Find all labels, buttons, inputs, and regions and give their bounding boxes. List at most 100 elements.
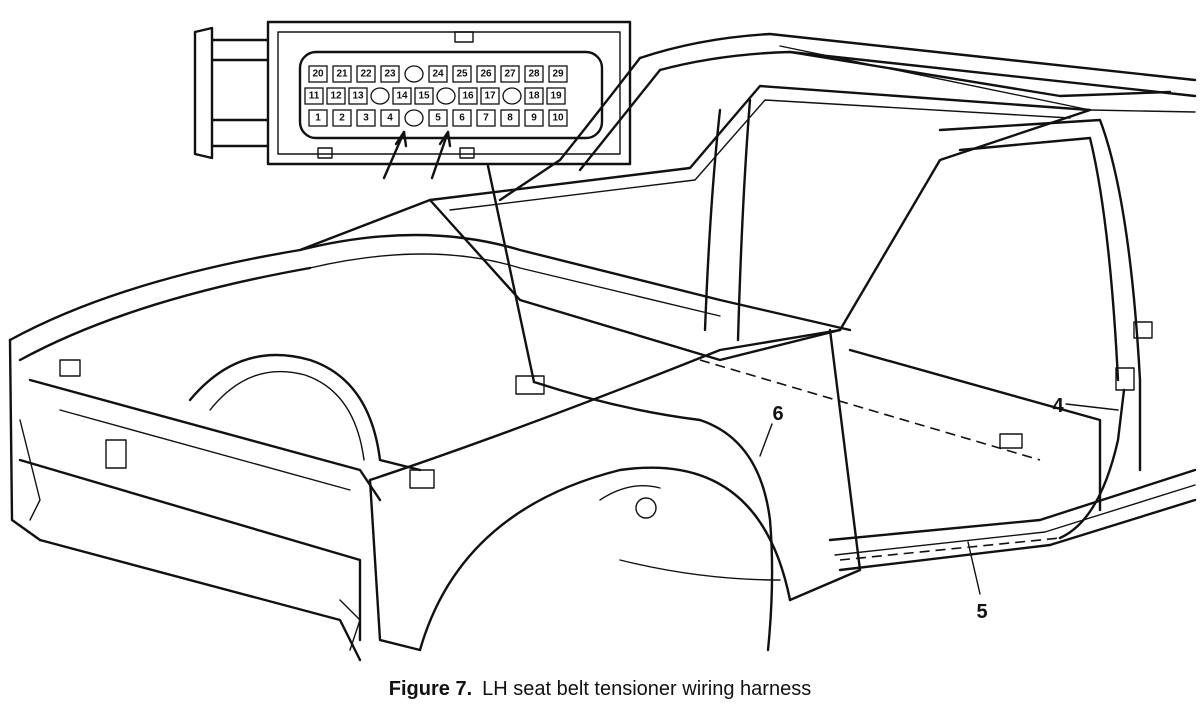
callout-6-leader	[759, 423, 773, 457]
connector-pin-label: 16	[462, 91, 474, 102]
connector-clip-left	[317, 147, 333, 159]
connector-pin-label: 12	[330, 91, 342, 102]
connector-pin-label: 26	[480, 69, 492, 80]
connector-pin-box	[392, 87, 412, 105]
radiator-support-top	[28, 378, 382, 502]
pin-5-arrowhead	[438, 130, 452, 148]
rocker-sill-top	[828, 468, 1197, 542]
connector-pin-label: 25	[456, 69, 468, 80]
connector-pin-box	[414, 87, 434, 105]
wheel-arch-grommet	[635, 497, 657, 519]
c-pillar-bracket	[1133, 321, 1153, 339]
connector-pin-box	[326, 87, 346, 105]
connector-pin-box	[480, 87, 500, 105]
connector-pin-label: 6	[459, 113, 465, 124]
connector-pin-box	[546, 87, 566, 105]
connector-clip-right	[459, 147, 475, 159]
callout-4-leader	[1065, 403, 1119, 411]
connector-leader-line	[486, 164, 536, 384]
connector-pin-label: 15	[418, 91, 430, 102]
connector-pin-box	[452, 109, 472, 127]
connector-pin-box	[380, 65, 400, 83]
roof-front-edge	[638, 32, 1197, 82]
connector-pin-label: 24	[432, 69, 444, 80]
connector-pin-box	[500, 109, 520, 127]
connector-pin-box	[524, 109, 544, 127]
connector-pin-label: 2	[339, 113, 345, 124]
rocker-sill-mid	[834, 484, 1196, 556]
rocker-sill-bottom	[838, 498, 1197, 572]
door-opening-front-edge	[788, 328, 862, 602]
headlamp-bracket	[105, 439, 127, 469]
rear-door-sill-line	[848, 348, 1102, 512]
a-pillar-outer	[498, 56, 642, 202]
tensioner-wiring-harness	[532, 359, 1126, 652]
connector-pin-box	[332, 65, 352, 83]
pin-4-arrowhead	[394, 130, 408, 148]
connector-pin-label: 23	[384, 69, 396, 80]
connector-pin-label: 29	[552, 69, 564, 80]
radiator-support-bottom	[18, 458, 362, 642]
connector-pin-box	[524, 87, 544, 105]
connector-keyway	[404, 109, 424, 127]
connector-latch-top	[454, 31, 474, 43]
fender-top-edge	[368, 328, 842, 482]
inner-wheelhouse-arch	[188, 353, 382, 462]
connector-pin-box	[348, 87, 368, 105]
connector-pin-box	[548, 65, 568, 83]
connector-pin-box	[428, 109, 448, 127]
windshield-opening	[428, 84, 1092, 362]
connector-keyway	[404, 65, 424, 83]
windshield-inner-lip	[449, 99, 1071, 211]
connector-pin-label: 27	[504, 69, 516, 80]
callout-5: 5	[976, 601, 987, 623]
connector-pin-label: 5	[435, 113, 441, 124]
connector-pin-label: 9	[531, 113, 537, 124]
connector-pin-box	[452, 65, 472, 83]
connector-pin-label: 17	[484, 91, 496, 102]
connector-pin-box	[476, 109, 496, 127]
callout-6: 6	[772, 403, 783, 425]
hood-latch-bracket	[59, 359, 81, 377]
connector-keyway	[502, 87, 522, 105]
callout-4: 4	[1052, 395, 1064, 417]
front-wheel-arch	[418, 466, 792, 652]
connector-pin-box	[308, 65, 328, 83]
roof-rear-line	[788, 50, 1172, 98]
connector-plug-ribs	[210, 38, 270, 148]
pin-4-pointer-arrow	[382, 130, 406, 180]
fender-bracket	[409, 469, 435, 489]
connector-pin-label: 28	[528, 69, 540, 80]
connector-pin-label: 20	[312, 69, 324, 80]
connector-pin-label: 11	[309, 91, 320, 102]
connector-plug-end	[193, 26, 214, 160]
connector-inner-frame	[277, 31, 621, 155]
radiator-support-mid	[59, 409, 351, 491]
connector-pin-box	[500, 65, 520, 83]
connector-keyway	[436, 87, 456, 105]
connector-pin-label: 18	[528, 91, 540, 102]
roof-inner-edge	[658, 50, 1197, 98]
connector-pin-label: 7	[483, 113, 489, 124]
bumper-mount-left	[19, 419, 41, 521]
connector-pin-box	[332, 109, 352, 127]
connector-pin-label: 10	[552, 113, 564, 124]
bumper-mount-right	[339, 599, 361, 651]
floor-edge	[619, 559, 781, 581]
a-pillar-inner	[578, 68, 662, 172]
connector-pin-box	[548, 109, 568, 127]
callouts: 4 5 6	[759, 395, 1119, 623]
connector-pin-label: 14	[396, 91, 408, 102]
front-panel-left	[8, 338, 42, 542]
connector-pin-box	[476, 65, 496, 83]
connector-pin-field	[298, 50, 604, 140]
connector-pin-box	[308, 109, 328, 127]
harness-wire-main	[532, 380, 774, 652]
connector-pin-box	[356, 65, 376, 83]
c-pillar	[938, 118, 1142, 472]
c-pillar-inner	[958, 136, 1120, 382]
car-body-shell	[8, 32, 1197, 662]
